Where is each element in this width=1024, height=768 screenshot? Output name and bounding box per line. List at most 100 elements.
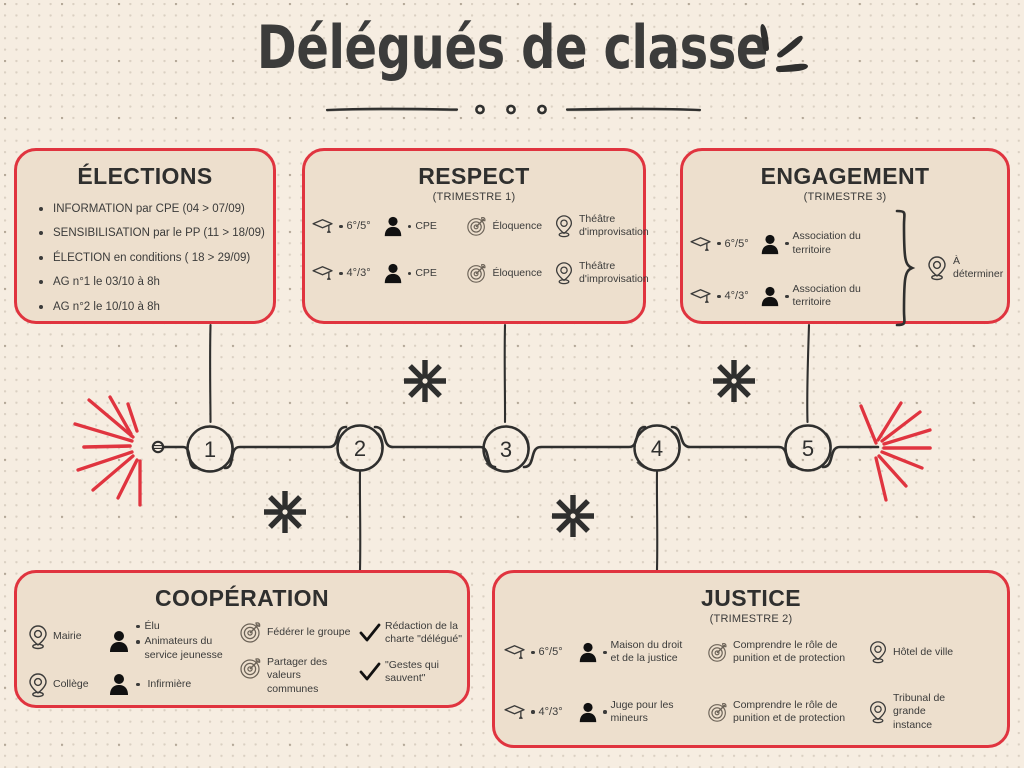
list-item-label: SENSIBILISATION par le PP (11 > 18/09) xyxy=(53,227,265,240)
list-item: Élu xyxy=(136,620,237,633)
bullet-dot xyxy=(136,624,140,629)
checkmark-icon xyxy=(359,623,381,642)
list-item-label: AG n°2 le 10/10 à 8h xyxy=(53,300,160,313)
goal-cell: Partager des valeurs communes xyxy=(239,656,359,696)
table-row: 6°/5° Maison du droit et de la justice C… xyxy=(503,639,1007,666)
person-cell: CPE xyxy=(382,262,467,284)
goal-label: Éloquence xyxy=(492,219,543,232)
list-item-label: ÉLECTION en conditions ( 18 > 29/09) xyxy=(53,251,251,264)
table-row: 4°/3° Association du territoire xyxy=(689,283,893,310)
bullet-dot xyxy=(39,304,43,309)
places-column: Mairie Collège xyxy=(27,620,107,698)
bullet-dot xyxy=(603,710,607,714)
place-label: Théâtre d'improvisation xyxy=(579,213,649,239)
table-row: 6°/5° Association du territoire xyxy=(689,230,893,257)
table-row: 6°/5° CPE Éloquence xyxy=(311,213,649,240)
map-pin-icon xyxy=(29,625,47,650)
list-item: AG n°2 le 10/10 à 8h xyxy=(35,300,273,314)
person-silhouette-icon xyxy=(579,702,597,723)
bullet-dot xyxy=(39,231,43,236)
bullet-dot xyxy=(785,241,789,246)
target-dart-icon xyxy=(467,217,486,237)
card-title: ENGAGEMENT xyxy=(760,163,930,189)
graduation-cap-icon xyxy=(690,289,711,304)
person-label: Élu xyxy=(144,620,160,632)
goal-cell: Comprendre le rôle de punition et de pro… xyxy=(707,639,867,666)
card-title: JUSTICE xyxy=(701,585,801,611)
card-engagement[interactable]: ENGAGEMENT (TRIMESTRE 3) 6°/5° xyxy=(680,148,1010,327)
target-dart-icon xyxy=(240,658,261,679)
place-cell: Théâtre d'improvisation xyxy=(553,213,649,240)
level-cell: 4°/3° xyxy=(503,703,577,721)
elections-list: INFORMATION par CPE (04 > 07/09) SENSIBI… xyxy=(35,202,273,314)
bullet-dot xyxy=(39,280,43,285)
bullet-dot xyxy=(407,271,412,276)
card-elections[interactable]: ÉLECTIONS INFORMATION par CPE (04 > 07/0… xyxy=(14,148,276,324)
list-item: Animateurs du service jeunesse xyxy=(136,635,237,662)
place-cell: Hôtel de ville xyxy=(867,640,971,664)
level-label: 4°/3° xyxy=(724,290,749,303)
table-row: 4°/3° CPE Éloquence xyxy=(311,260,649,287)
goal-label: Éloquence xyxy=(492,266,543,279)
person-silhouette-icon xyxy=(761,234,779,254)
person-silhouette-icon xyxy=(761,287,779,307)
place-label: Théâtre d'improvisation xyxy=(579,259,649,286)
level-cell: 4°/3° xyxy=(311,264,382,282)
bullet-dot xyxy=(531,650,535,655)
card-respect[interactable]: RESPECT (TRIMESTRE 1) 6°/5° CPE xyxy=(302,148,649,324)
graduation-cap-icon xyxy=(312,219,333,234)
goal-cell: Éloquence xyxy=(466,262,553,284)
level-cell: 4°/3° xyxy=(689,287,759,305)
place-label: Mairie xyxy=(53,630,82,643)
place-cell: Collège xyxy=(27,672,107,698)
bullet-dot xyxy=(717,294,721,299)
bullet-dot xyxy=(717,241,721,246)
place-cell: Tribunal de grande instance xyxy=(867,692,971,732)
checkmark-icon xyxy=(359,662,381,681)
person-label: CPE xyxy=(415,219,437,232)
list-item: AG n°1 le 03/10 à 8h xyxy=(35,275,273,289)
level-cell: 6°/5° xyxy=(311,217,382,235)
brace-place-cell: À déterminer xyxy=(925,255,1007,282)
person-cell: Maison du droit et de la justice xyxy=(577,639,707,666)
level-label: 6°/5° xyxy=(346,220,371,233)
people-column: Élu Animateurs du service jeunesse Infir… xyxy=(107,620,239,696)
goal-label: Comprendre le rôle de punition et de pro… xyxy=(733,698,846,725)
place-label: Collège xyxy=(53,678,89,691)
page-header: Délégués de classe xyxy=(0,16,1024,81)
bullet-dot xyxy=(603,650,607,655)
person-silhouette-icon xyxy=(384,264,402,284)
level-label: 6°/5° xyxy=(724,237,749,250)
level-label: 6°/5° xyxy=(538,646,563,659)
person-label: Association du territoire xyxy=(792,230,861,256)
check-cell: "Gestes qui sauvent" xyxy=(359,659,469,686)
goal-cell: Comprendre le rôle de punition et de pro… xyxy=(707,699,867,726)
target-dart-icon xyxy=(708,703,727,722)
check-label: Rédaction de la charte "délégué" xyxy=(385,620,462,646)
place-label: Tribunal de grande instance xyxy=(893,691,946,731)
place-cell: Théâtre d'improvisation xyxy=(553,260,649,287)
card-title: COOPÉRATION xyxy=(155,585,329,611)
person-label: Infirmière xyxy=(147,677,192,690)
level-cell: 6°/5° xyxy=(503,643,577,661)
place-cell: Mairie xyxy=(27,624,107,650)
map-pin-icon xyxy=(555,215,573,238)
list-item: INFORMATION par CPE (04 > 07/09) xyxy=(35,202,273,216)
target-dart-icon xyxy=(240,622,261,643)
goal-label: Fédérer le groupe xyxy=(267,626,351,638)
people-group: Élu Animateurs du service jeunesse xyxy=(107,620,239,662)
person-silhouette-icon xyxy=(384,217,402,237)
list-item-label: INFORMATION par CPE (04 > 07/09) xyxy=(53,203,245,215)
bullet-dot xyxy=(785,294,789,299)
person-cell: Juge pour les mineurs xyxy=(577,699,707,726)
bullet-dot xyxy=(531,710,535,714)
card-title: RESPECT xyxy=(418,163,530,189)
bullet-dot xyxy=(136,640,140,644)
map-pin-icon xyxy=(555,262,573,285)
person-silhouette-icon xyxy=(110,674,128,696)
list-item: ÉLECTION en conditions ( 18 > 29/09) xyxy=(35,251,273,265)
map-pin-icon xyxy=(29,673,47,698)
card-cooperation[interactable]: COOPÉRATION Mairie xyxy=(14,570,470,708)
card-justice[interactable]: JUSTICE (TRIMESTRE 2) 6°/5° Maison du dr… xyxy=(492,570,1010,748)
check-cell: Rédaction de la charte "délégué" xyxy=(359,620,469,647)
